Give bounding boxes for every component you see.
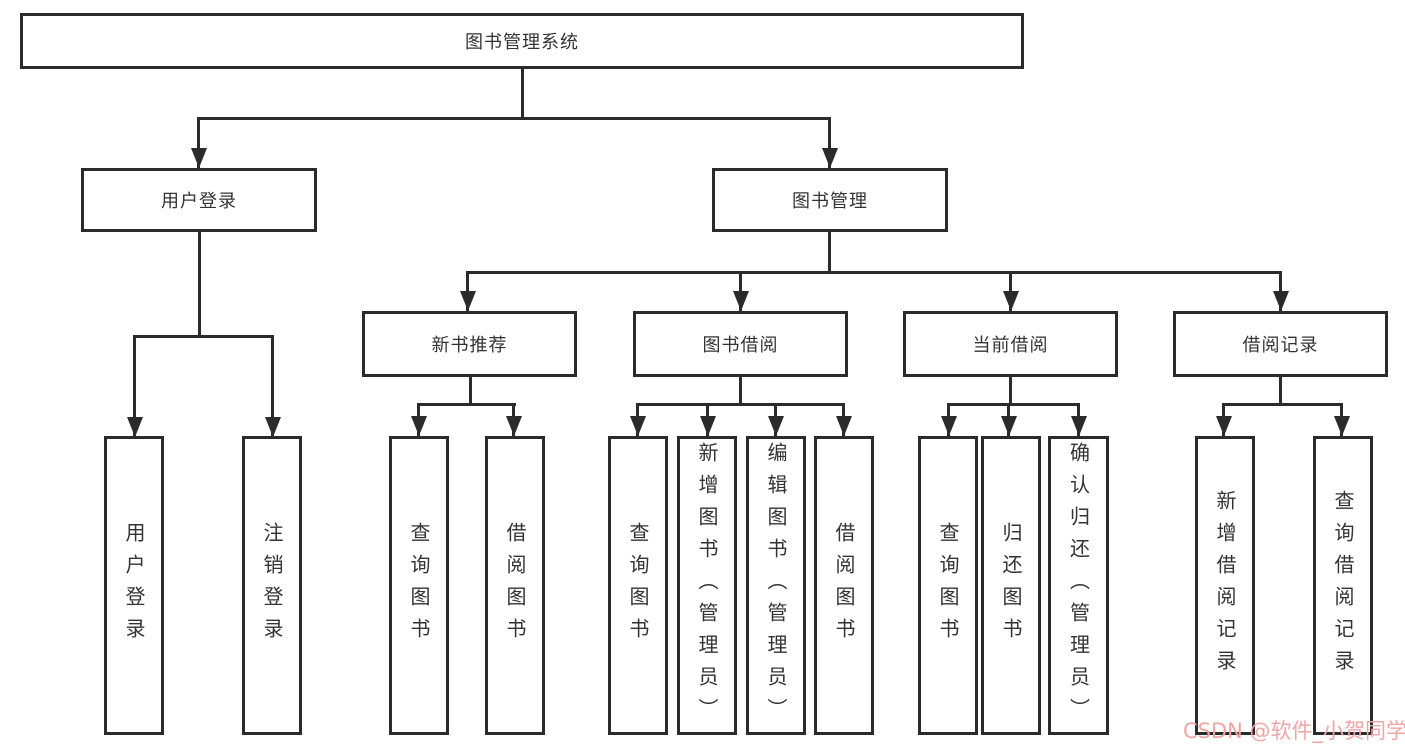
leaf-logout: 注销登录 [242,436,302,735]
arrow-to-book-borrow [739,271,742,311]
arrow-current-leaf-3 [1077,403,1080,436]
arrow-to-user-login [197,117,200,168]
arrow-recommend-leaf-1 [417,403,420,436]
connector-recommend-rail [417,403,516,406]
leaf-recommend-query-books: 查询图书 [389,436,449,735]
node-root: 图书管理系统 [20,13,1024,69]
node-borrow-records: 借阅记录 [1173,311,1388,377]
leaf-query-borrow-record-label: 查询借阅记录 [1331,489,1355,682]
node-user-login-label: 用户登录 [161,191,237,212]
arrow-records-leaf-1 [1222,403,1225,436]
connector-current-rail [947,403,1080,406]
node-new-book-recommend: 新书推荐 [362,311,577,377]
node-book-borrow: 图书借阅 [633,311,848,377]
connector-records-stem [1279,377,1282,404]
leaf-current-query-books: 查询图书 [918,436,978,735]
leaf-return-books-label: 归还图书 [999,521,1023,650]
arrow-records-leaf-2 [1340,403,1343,436]
leaf-add-borrow-record: 新增借阅记录 [1195,436,1255,735]
arrow-current-leaf-2 [1007,403,1010,436]
arrow-to-current-borrow [1009,271,1012,311]
arrow-to-book-management [828,117,831,168]
arrow-to-leaf-logout [271,335,274,437]
node-current-borrow: 当前借阅 [903,311,1118,377]
arrow-borrow-leaf-1 [636,403,639,436]
leaf-logout-label: 注销登录 [260,521,284,650]
leaf-recommend-borrow-books-label: 借阅图书 [503,521,527,650]
leaf-recommend-query-books-label: 查询图书 [407,521,431,650]
node-user-login: 用户登录 [81,168,317,232]
leaf-add-books-admin-label: 新增图书（管理员） [695,441,719,730]
arrow-borrow-leaf-2 [706,403,709,436]
leaf-add-books-admin: 新增图书（管理员） [677,436,737,735]
arrow-borrow-leaf-4 [842,403,845,436]
csdn-watermark: CSDN @软件_小贺同学 [1183,719,1405,743]
node-book-management-label: 图书管理 [792,191,868,212]
node-new-book-recommend-label: 新书推荐 [431,335,508,356]
arrow-current-leaf-1 [947,403,950,436]
leaf-borrow-books-label: 借阅图书 [832,521,856,650]
connector-level2-rail [197,117,831,120]
leaf-recommend-borrow-books: 借阅图书 [485,436,545,735]
connector-records-rail [1222,403,1343,406]
connector-user-login-stem [198,232,201,335]
connector-current-stem [1009,377,1012,404]
leaf-user-login-label: 用户登录 [122,521,146,650]
leaf-borrow-books: 借阅图书 [814,436,874,735]
node-borrow-records-label: 借阅记录 [1242,335,1319,356]
leaf-user-login: 用户登录 [104,436,164,735]
leaf-borrow-query-books-label: 查询图书 [626,521,650,650]
node-book-management: 图书管理 [712,168,948,232]
leaf-current-query-books-label: 查询图书 [936,521,960,650]
connector-recommend-stem [469,377,472,404]
leaf-confirm-return-admin-label: 确认归还（管理员） [1066,441,1091,730]
arrow-to-borrow-records [1279,271,1282,311]
connector-borrow-stem [739,377,742,404]
node-book-borrow-label: 图书借阅 [702,335,779,356]
node-root-label: 图书管理系统 [465,32,579,53]
arrow-to-leaf-user-login [133,335,136,437]
node-current-borrow-label: 当前借阅 [972,335,1049,356]
arrow-recommend-leaf-2 [512,403,515,436]
connector-user-login-rail [133,335,274,338]
connector-book-management-stem [828,232,831,272]
leaf-add-borrow-record-label: 新增借阅记录 [1213,489,1237,682]
leaf-borrow-query-books: 查询图书 [608,436,668,735]
leaf-confirm-return-admin: 确认归还（管理员） [1048,436,1109,735]
leaf-edit-books-admin-label: 编辑图书（管理员） [764,441,788,730]
leaf-edit-books-admin: 编辑图书（管理员） [746,436,806,735]
leaf-query-borrow-record: 查询借阅记录 [1313,436,1373,735]
arrow-to-new-book-recommend [466,271,469,311]
arrow-borrow-leaf-3 [774,403,777,436]
connector-level3-rail [466,271,1282,274]
connector-borrow-rail [636,403,845,406]
leaf-return-books: 归还图书 [981,436,1041,735]
connector-root-stem [521,69,524,117]
